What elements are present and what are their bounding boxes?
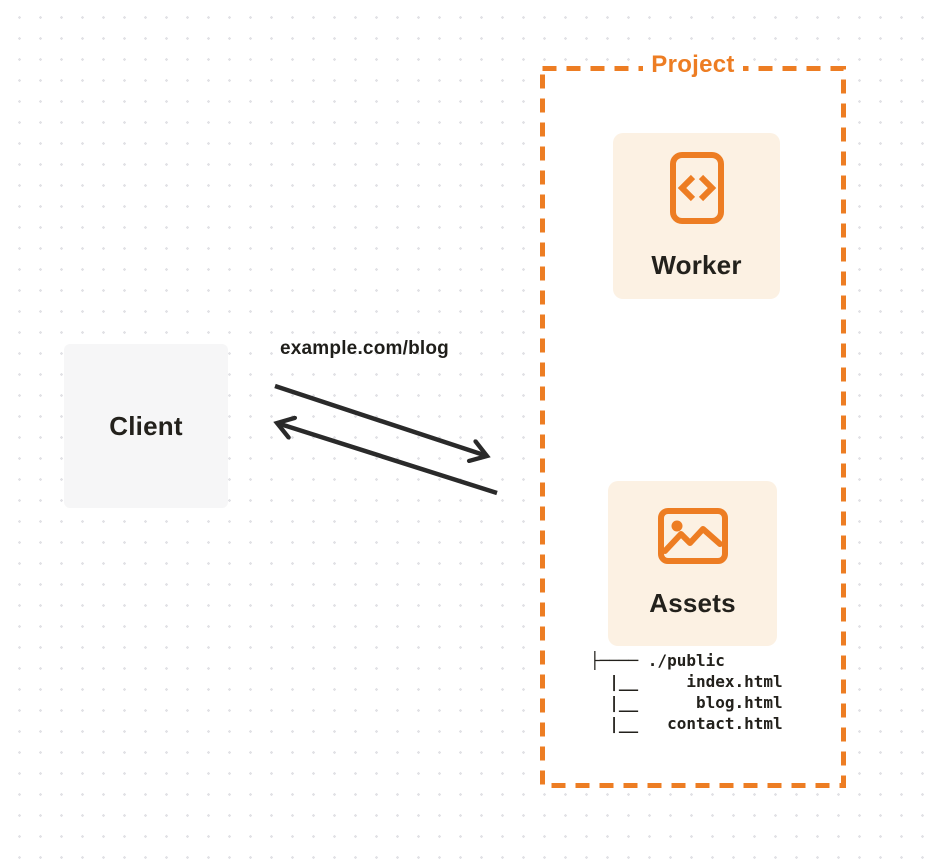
worker-card: Worker — [613, 133, 780, 299]
client-label: Client — [109, 410, 183, 441]
project-label-row: Project — [540, 51, 846, 79]
image-icon — [657, 508, 728, 564]
project-container: Project Worker Assets ├──── ./public |__… — [540, 51, 846, 788]
client-node: Client — [64, 344, 228, 508]
request-url-label: example.com/blog — [280, 338, 449, 359]
assets-file-tree: ├──── ./public |__ index.html |__ blog.h… — [590, 651, 783, 733]
worker-label: Worker — [651, 249, 742, 280]
assets-card: Assets — [608, 481, 777, 646]
request-arrow — [274, 383, 487, 456]
code-icon — [669, 151, 724, 224]
project-label: Project — [643, 51, 743, 79]
response-arrow — [277, 423, 498, 496]
assets-label: Assets — [649, 588, 736, 618]
